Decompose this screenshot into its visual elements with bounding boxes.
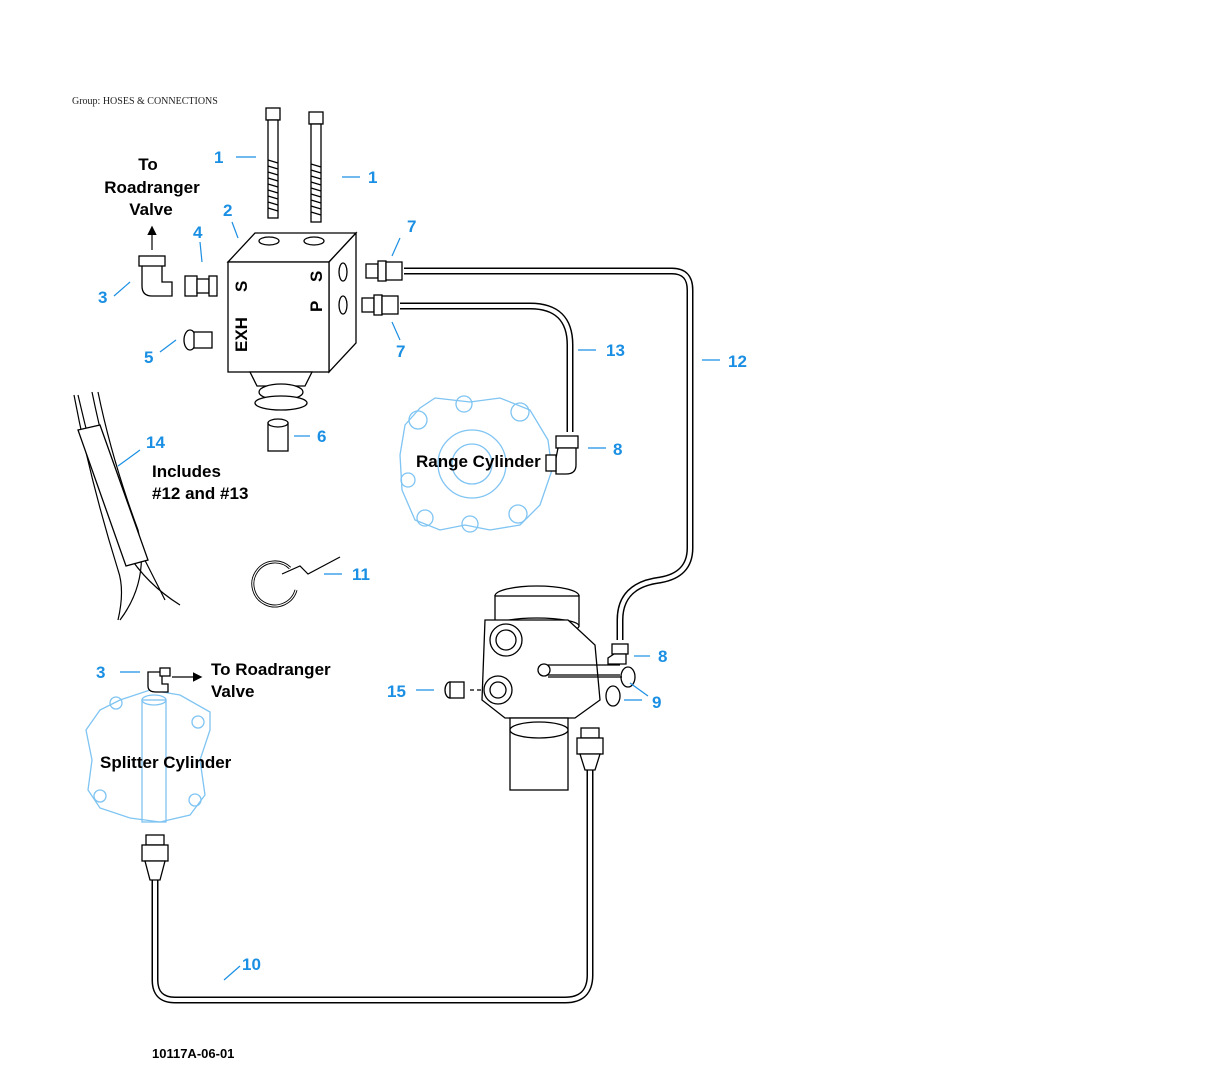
callout-15: 15 — [387, 682, 406, 701]
callout-3b: 3 — [96, 663, 105, 682]
callout-3a: 3 — [98, 288, 107, 307]
leader-lines — [113, 156, 720, 981]
sleeve — [267, 418, 289, 452]
callout-7a: 7 — [407, 217, 416, 236]
elbow-fitting-bottom — [147, 667, 171, 693]
callout-12: 12 — [728, 352, 747, 371]
o-rings — [548, 666, 636, 707]
to-roadranger-top-line2: Roadranger — [104, 178, 200, 197]
callout-numbers: 1 1 2 3 4 5 6 7 7 8 13 12 14 11 8 9 15 3… — [96, 148, 747, 974]
elbow-fitting-valve — [607, 643, 629, 665]
callout-2: 2 — [223, 201, 232, 220]
splitter-valve — [481, 585, 620, 791]
splitter-cylinder-label: Splitter Cylinder — [100, 753, 232, 772]
elbow-fitting-top — [138, 255, 173, 297]
group-label: Group: HOSES & CONNECTIONS — [72, 96, 218, 107]
hose-13 — [400, 302, 574, 432]
fitting-upper — [365, 260, 403, 282]
elbow-fitting-range — [545, 435, 579, 475]
callout-8b: 8 — [658, 647, 667, 666]
block-label-p: P — [307, 301, 326, 312]
callout-4: 4 — [193, 223, 203, 242]
bolt-left — [265, 107, 281, 219]
callout-14: 14 — [146, 433, 165, 452]
spring-clip — [251, 556, 341, 608]
text-labels: To Roadranger Valve To Roadranger Valve … — [100, 155, 541, 1061]
to-roadranger-bottom-line1: To Roadranger — [211, 660, 331, 679]
callout-5: 5 — [144, 348, 153, 367]
callout-7b: 7 — [396, 342, 405, 361]
block-label-s-left: S — [232, 281, 251, 292]
hose-end-fitting-lower — [141, 834, 169, 881]
bolt-right — [308, 111, 324, 223]
includes-line1: Includes — [152, 462, 221, 481]
callout-1b: 1 — [368, 168, 377, 187]
hose-end-fitting-upper — [576, 727, 604, 771]
callout-10: 10 — [242, 955, 261, 974]
hose-10 — [151, 765, 594, 1004]
hose-12 — [404, 267, 694, 640]
breather-fitting — [183, 329, 213, 351]
includes-line2: #12 and #13 — [152, 484, 248, 503]
block-label-s-right: S — [307, 271, 326, 282]
range-cylinder-outline — [399, 395, 553, 533]
splitter-cylinder-outline — [85, 689, 211, 823]
wire-harness — [73, 391, 181, 621]
callout-1a: 1 — [214, 148, 223, 167]
to-roadranger-top-line1: To — [138, 155, 158, 174]
callout-8a: 8 — [613, 440, 622, 459]
callout-6: 6 — [317, 427, 326, 446]
plug — [444, 681, 484, 699]
valve-block: EXH S S P — [226, 231, 358, 411]
block-label-exh: EXH — [232, 317, 251, 352]
callout-9: 9 — [652, 693, 661, 712]
straight-connector — [184, 275, 218, 297]
figure-reference: 10117A-06-01 — [152, 1046, 234, 1061]
to-roadranger-bottom-line2: Valve — [211, 682, 255, 701]
callout-13: 13 — [606, 341, 625, 360]
callout-11: 11 — [352, 565, 370, 584]
range-cylinder-label: Range Cylinder — [416, 452, 541, 471]
to-roadranger-top-line3: Valve — [129, 200, 173, 219]
fitting-lower — [361, 294, 399, 316]
